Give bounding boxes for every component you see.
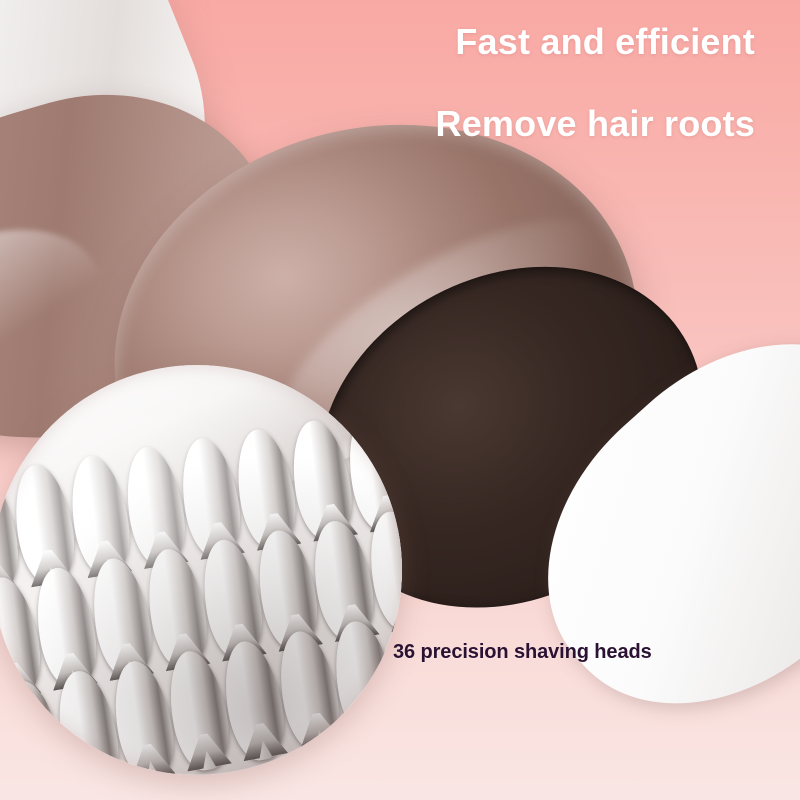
blade-cassette-plate [482,277,800,784]
headline-line-1: Fast and efficient [455,21,755,62]
blade-tooth [0,771,7,775]
headline-block: Fast and efficient Remove hair roots [335,24,755,142]
magnified-blade-detail [0,365,402,775]
blade-row [786,338,800,690]
blade-bank-shading [786,338,800,784]
feature-caption: 36 precision shaving heads [393,641,652,663]
blade-bank [786,338,800,784]
magnifier-content [0,365,402,775]
blade [786,617,800,690]
headline-line-2: Remove hair roots [435,103,755,144]
